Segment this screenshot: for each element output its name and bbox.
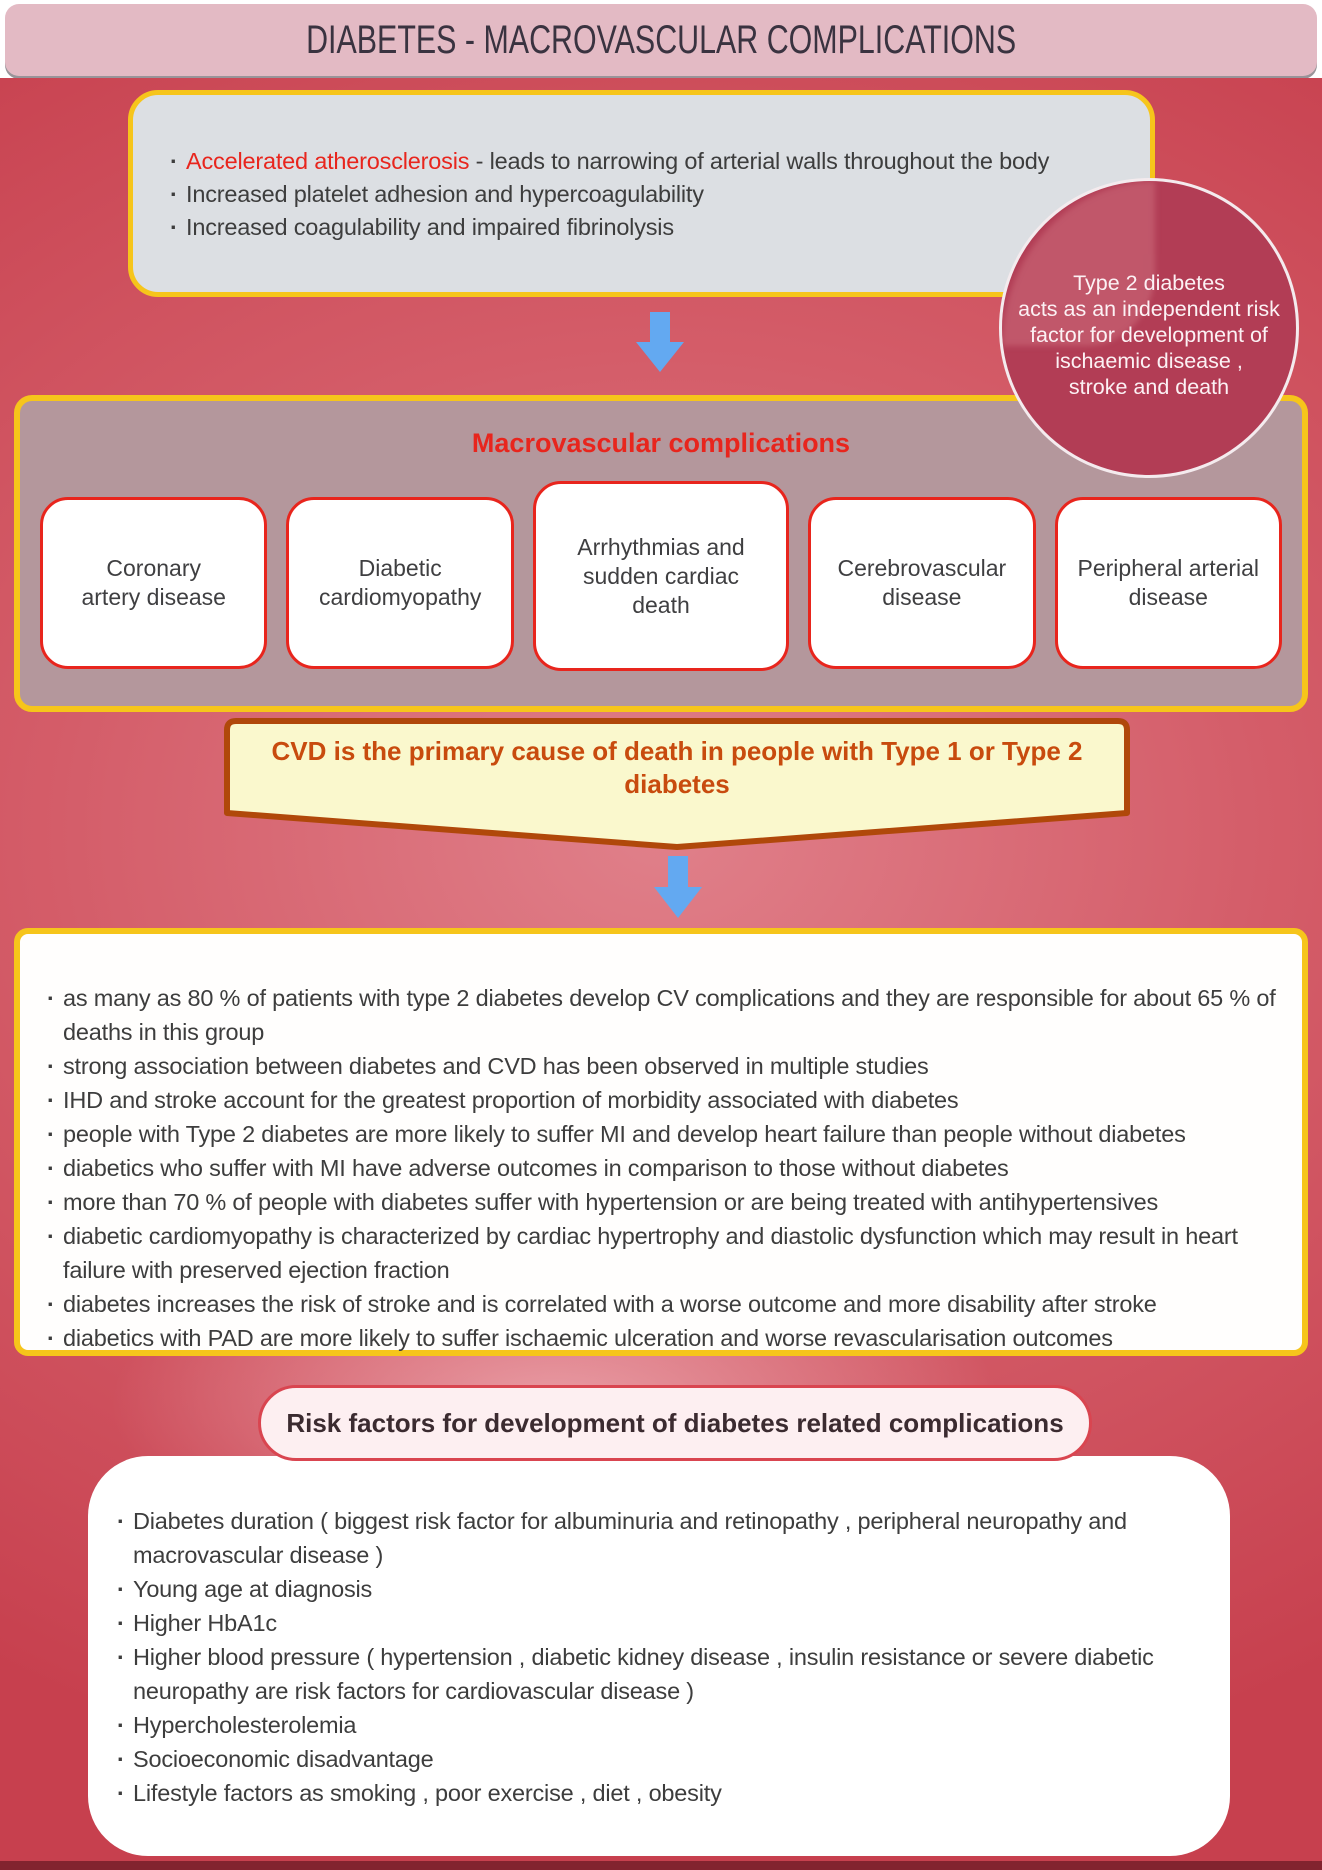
bullet-text: - leads to narrowing of arterial walls t… <box>469 148 1050 174</box>
disease-card-arrhythmias: Arrhythmias and sudden cardiac death <box>532 481 790 671</box>
bullet-text: more than 70 % of people with diabetes s… <box>63 1189 1159 1215</box>
bullet-text: Higher HbA1c <box>133 1610 277 1636</box>
bullet-text: Higher blood pressure ( hypertension , d… <box>133 1644 1154 1704</box>
risk-factors-header: Risk factors for development of diabetes… <box>258 1385 1092 1461</box>
risk-factors-title: Risk factors for development of diabetes… <box>286 1407 1064 1438</box>
circle-text: Type 2 diabetes acts as an independent r… <box>1018 271 1280 399</box>
list-item: Young age at diagnosis <box>116 1572 1202 1606</box>
disease-card-coronary: Coronary artery disease <box>40 497 268 669</box>
header-bar: DIABETES - MACROVASCULAR COMPLICATIONS <box>5 4 1317 76</box>
list-item: IHD and stroke account for the greatest … <box>46 1083 1280 1117</box>
banner-text: CVD is the primary cause of death in peo… <box>271 736 1083 799</box>
bullet-text: Increased platelet adhesion and hypercoa… <box>186 181 704 207</box>
pathophysiology-list: Accelerated atherosclerosis - leads to n… <box>169 145 1122 244</box>
list-item: people with Type 2 diabetes are more lik… <box>46 1117 1280 1151</box>
list-item: Diabetes duration ( biggest risk factor … <box>116 1504 1202 1572</box>
bullet-text: diabetic cardiomyopathy is characterized… <box>63 1223 1238 1283</box>
list-item: Hypercholesterolemia <box>116 1708 1202 1742</box>
bullet-text: as many as 80 % of patients with type 2 … <box>63 985 1276 1045</box>
page-title: DIABETES - MACROVASCULAR COMPLICATIONS <box>305 17 1017 62</box>
bullet-text: diabetics with PAD are more likely to su… <box>63 1325 1113 1351</box>
disease-card-cardiomyopathy: Diabetic cardiomyopathy <box>286 497 514 669</box>
bullet-text: people with Type 2 diabetes are more lik… <box>63 1121 1186 1147</box>
section-title: Macrovascular complications <box>471 428 851 458</box>
type2-risk-circle: Type 2 diabetes acts as an independent r… <box>999 178 1299 478</box>
facts-list: as many as 80 % of patients with type 2 … <box>46 981 1280 1355</box>
bullet-text: diabetics who suffer with MI have advers… <box>63 1155 1009 1181</box>
list-item: diabetics who suffer with MI have advers… <box>46 1151 1280 1185</box>
cvd-facts-box: as many as 80 % of patients with type 2 … <box>14 928 1308 1356</box>
disease-card-peripheral: Peripheral arterial disease <box>1054 497 1283 669</box>
risk-factors-list: Diabetes duration ( biggest risk factor … <box>116 1504 1202 1810</box>
disease-card-row: Coronary artery disease Diabetic cardiom… <box>40 481 1283 671</box>
list-item: Socioeconomic disadvantage <box>116 1742 1202 1776</box>
cvd-banner: CVD is the primary cause of death in peo… <box>224 718 1130 854</box>
bullet-text: diabetes increases the risk of stroke an… <box>63 1291 1157 1317</box>
banner-shape <box>224 718 1130 850</box>
down-arrow-icon <box>636 312 684 372</box>
disease-card-cerebrovascular: Cerebrovascular disease <box>808 497 1036 669</box>
list-item: diabetes increases the risk of stroke an… <box>46 1287 1280 1321</box>
bullet-text: Diabetes duration ( biggest risk factor … <box>133 1508 1127 1568</box>
list-item: Higher HbA1c <box>116 1606 1202 1640</box>
highlighted-term: Accelerated atherosclerosis <box>186 148 470 174</box>
list-item: more than 70 % of people with diabetes s… <box>46 1185 1280 1219</box>
list-item: strong association between diabetes and … <box>46 1049 1280 1083</box>
list-item: Increased coagulability and impaired fib… <box>169 211 1122 244</box>
list-item: Increased platelet adhesion and hypercoa… <box>169 178 1122 211</box>
bullet-text: Lifestyle factors as smoking , poor exer… <box>133 1780 722 1806</box>
down-arrow-icon <box>654 856 702 918</box>
list-item: as many as 80 % of patients with type 2 … <box>46 981 1280 1049</box>
bullet-text: IHD and stroke account for the greatest … <box>63 1087 959 1113</box>
list-item: diabetics with PAD are more likely to su… <box>46 1321 1280 1355</box>
macrovascular-section: Macrovascular complications Coronary art… <box>14 395 1308 712</box>
bullet-text: Young age at diagnosis <box>133 1576 373 1602</box>
bottom-border-strip <box>0 1861 1322 1870</box>
bullet-text: Socioeconomic disadvantage <box>133 1746 434 1772</box>
list-item: diabetic cardiomyopathy is characterized… <box>46 1219 1280 1287</box>
bullet-text: Hypercholesterolemia <box>133 1712 357 1738</box>
list-item: Higher blood pressure ( hypertension , d… <box>116 1640 1202 1708</box>
bullet-text: Increased coagulability and impaired fib… <box>186 214 674 240</box>
bullet-text: strong association between diabetes and … <box>63 1053 929 1079</box>
pathophysiology-box: Accelerated atherosclerosis - leads to n… <box>128 90 1155 297</box>
list-item: Accelerated atherosclerosis - leads to n… <box>169 145 1122 178</box>
risk-factors-box: Diabetes duration ( biggest risk factor … <box>88 1456 1230 1856</box>
list-item: Lifestyle factors as smoking , poor exer… <box>116 1776 1202 1810</box>
